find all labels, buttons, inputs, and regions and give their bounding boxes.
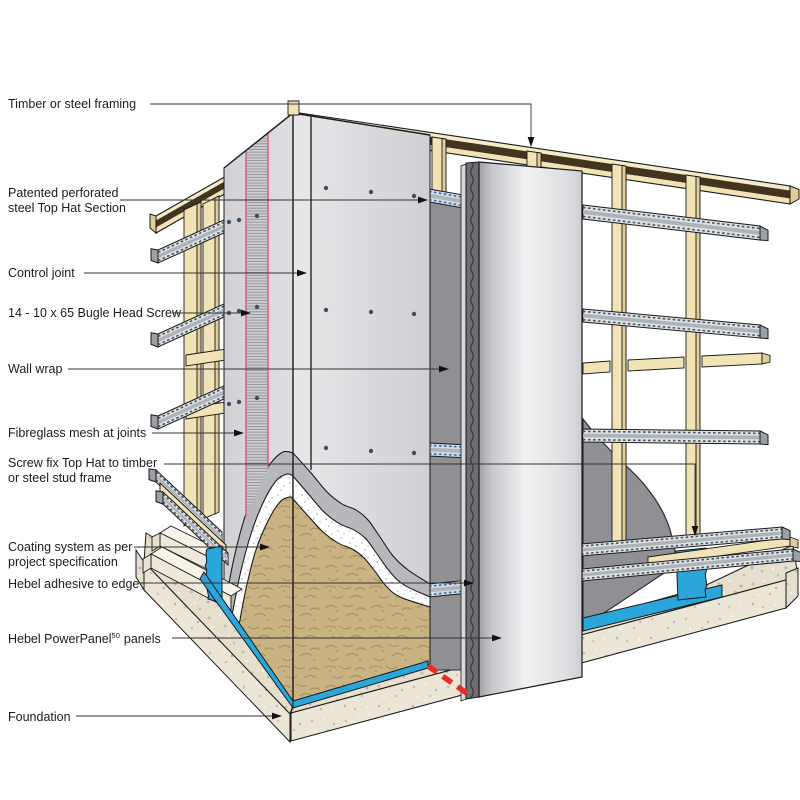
stud	[685, 174, 701, 540]
bugle-screws	[226, 185, 417, 456]
top-hat-channels-right	[582, 204, 769, 446]
arrowhead	[691, 526, 699, 536]
label-timber-framing: Timber or steel framing	[8, 97, 137, 111]
bottom-track-right	[580, 526, 800, 582]
arrowhead	[260, 543, 270, 551]
studs-right	[431, 136, 701, 550]
top-hat-channel	[150, 218, 227, 264]
arrowhead	[272, 712, 282, 720]
label-wall-wrap: Wall wrap	[8, 362, 63, 376]
hebel-powerpanel	[460, 161, 583, 702]
arrowhead	[492, 634, 502, 642]
leader-lines	[68, 103, 696, 717]
arrowhead	[234, 429, 244, 437]
fibreglass-mesh-band	[245, 133, 269, 517]
wall-wrap-sheet	[582, 417, 677, 629]
top-hat-channel	[428, 442, 470, 459]
noggings-right	[582, 352, 771, 375]
label-hebel-adhesive: Hebel adhesive to edge	[8, 577, 140, 591]
label-bugle-screw: 14 - 10 x 65 Bugle Head Screw	[8, 306, 182, 320]
corner-stud-stub	[287, 100, 300, 116]
top-hat-stubs-gap	[428, 188, 470, 598]
label-fibreglass-mesh: Fibreglass mesh at joints	[8, 426, 147, 440]
arrowhead	[297, 269, 307, 277]
top-hat-channel	[582, 428, 769, 446]
top-hat-channel	[428, 579, 470, 598]
arrowhead	[527, 137, 535, 147]
arrowhead	[439, 365, 449, 373]
hebel-core-right	[292, 497, 431, 705]
arrowhead	[464, 579, 474, 587]
top-hat-channel	[582, 308, 769, 340]
setout-dashed-line	[426, 663, 470, 697]
label-control-joint: Control joint	[8, 266, 75, 280]
hebel-wall	[223, 111, 431, 706]
hebel-core-left	[237, 496, 294, 706]
label-foundation: Foundation	[8, 710, 71, 724]
leader-arrowheads	[234, 137, 699, 720]
top-hat-channel	[582, 204, 769, 242]
arrowhead	[241, 309, 251, 317]
arrowhead	[418, 196, 428, 204]
